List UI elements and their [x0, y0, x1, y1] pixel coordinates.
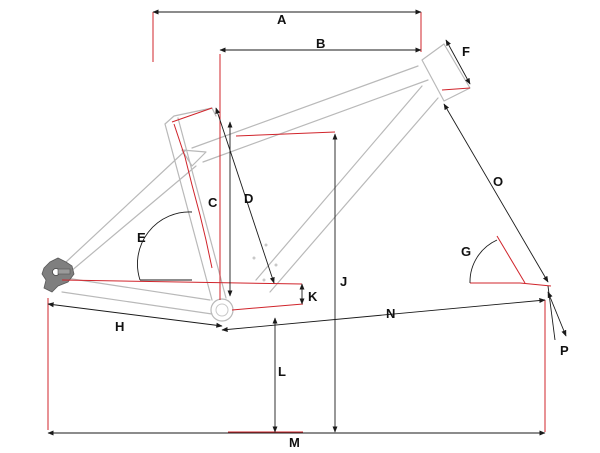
label-n: N [386, 306, 395, 321]
label-o: O [493, 174, 503, 189]
label-p: P [560, 343, 569, 358]
bottom-bracket [210, 298, 234, 322]
label-b: B [316, 36, 325, 51]
seat-tube-top [164, 107, 217, 125]
label-e: E [137, 230, 146, 245]
bottom-bracket-inner [215, 303, 229, 317]
label-m: M [289, 435, 300, 450]
label-h: H [115, 319, 124, 334]
dim-n-line [221, 298, 546, 332]
label-c: C [208, 195, 218, 210]
label-d: D [244, 191, 253, 206]
label-k: K [308, 289, 318, 304]
dim-d-line [215, 107, 275, 284]
dim-o-line [443, 103, 549, 283]
dimension-lines [47, 9, 567, 436]
down-tube [255, 85, 439, 293]
label-l: L [278, 364, 286, 379]
label-a: A [277, 12, 287, 27]
label-f: F [462, 44, 470, 59]
label-j: J [340, 274, 347, 289]
seat-stay-bridge [181, 149, 207, 167]
reference-lines [47, 12, 552, 433]
seat-stay [65, 149, 197, 273]
angle-g-arc [469, 239, 498, 284]
dim-p-line [547, 291, 567, 337]
dim-f-line [445, 39, 471, 85]
angle-e-arc [137, 211, 193, 281]
label-g: G [461, 244, 471, 259]
top-tube [191, 65, 429, 163]
dim-h-line [47, 302, 223, 328]
bike-frame [41, 43, 471, 322]
dimension-labels: A B F C D E O G J K H N P L M [115, 12, 569, 450]
